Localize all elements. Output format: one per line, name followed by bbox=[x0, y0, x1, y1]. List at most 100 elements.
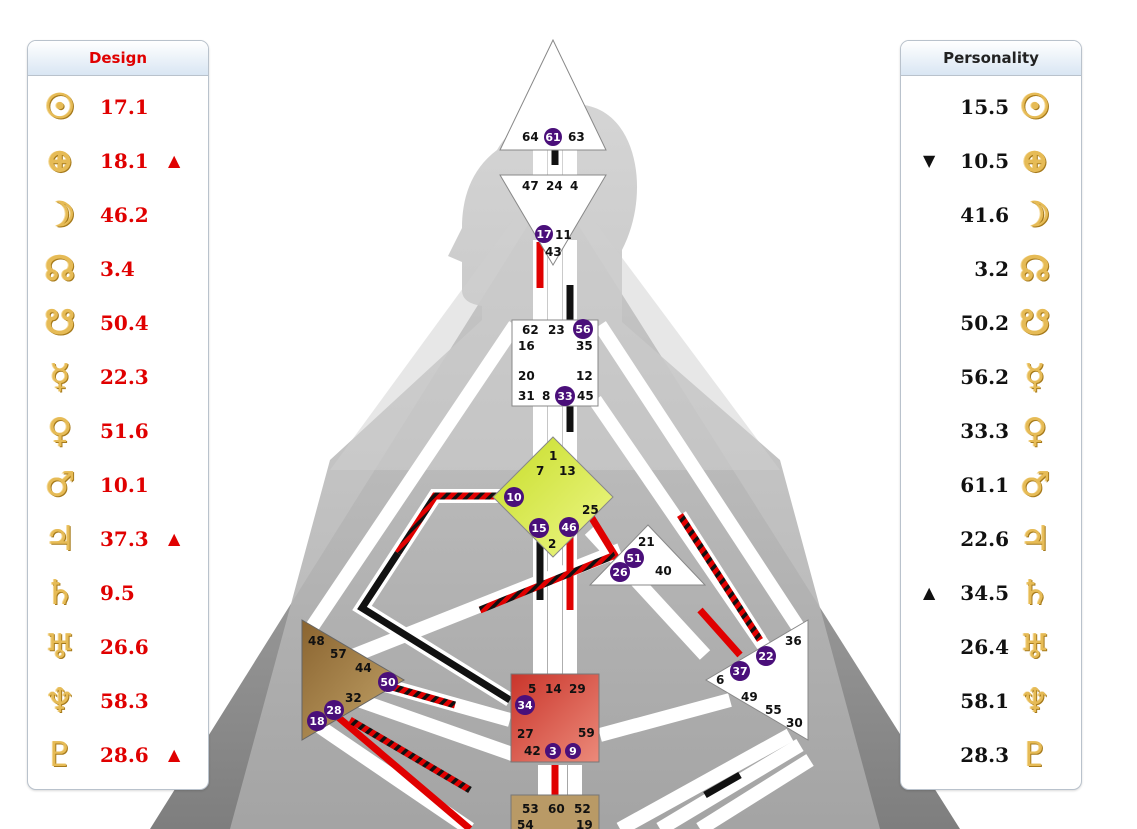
svg-text:61: 61 bbox=[545, 131, 560, 144]
earth-icon: ⊕ bbox=[45, 141, 75, 181]
svg-text:50: 50 bbox=[380, 676, 396, 689]
svg-text:54: 54 bbox=[517, 818, 534, 829]
design-row-mercury[interactable]: ☿ 22.3 bbox=[28, 357, 208, 397]
svg-text:30: 30 bbox=[786, 716, 803, 730]
design-row-south-node[interactable]: ☋ 50.4 bbox=[28, 303, 208, 343]
personality-value: 3.2 bbox=[974, 257, 1009, 281]
design-value: 50.4 bbox=[100, 311, 149, 335]
svg-text:59: 59 bbox=[578, 726, 595, 740]
svg-text:21: 21 bbox=[638, 535, 655, 549]
svg-text:6: 6 bbox=[716, 673, 724, 687]
sun-icon: ☉ bbox=[44, 87, 76, 127]
design-row-jupiter[interactable]: ♃ 37.3 ▲ bbox=[28, 519, 208, 559]
design-row-uranus[interactable]: ♅ 26.6 bbox=[28, 627, 208, 667]
personality-row-mercury[interactable]: 56.2 ☿ bbox=[901, 357, 1081, 397]
svg-text:56: 56 bbox=[575, 323, 591, 336]
svg-text:19: 19 bbox=[576, 818, 593, 829]
design-value: 9.5 bbox=[100, 581, 135, 605]
svg-text:25: 25 bbox=[582, 503, 599, 517]
svg-text:60: 60 bbox=[548, 802, 565, 816]
north-node-icon: ☊ bbox=[44, 249, 76, 289]
personality-row-venus[interactable]: 33.3 ♀ bbox=[901, 411, 1081, 451]
svg-text:24: 24 bbox=[546, 179, 563, 193]
svg-text:7: 7 bbox=[536, 464, 544, 478]
mars-icon: ♂ bbox=[1019, 465, 1051, 505]
design-value: 58.3 bbox=[100, 689, 149, 713]
svg-text:9: 9 bbox=[569, 745, 577, 758]
personality-value: 28.3 bbox=[960, 743, 1009, 767]
design-row-moon[interactable]: ☽ 46.2 bbox=[28, 195, 208, 235]
design-row-north-node[interactable]: ☊ 3.4 bbox=[28, 249, 208, 289]
personality-row-sun[interactable]: 15.5 ☉ bbox=[901, 87, 1081, 127]
svg-text:17: 17 bbox=[536, 228, 551, 241]
design-row-sun[interactable]: ☉ 17.1 bbox=[28, 87, 208, 127]
svg-text:45: 45 bbox=[577, 389, 594, 403]
sun-icon: ☉ bbox=[1019, 87, 1051, 127]
mercury-icon: ☿ bbox=[1024, 357, 1046, 397]
design-row-venus[interactable]: ♀ 51.6 bbox=[28, 411, 208, 451]
design-value: 18.1 bbox=[100, 149, 149, 173]
design-row-saturn[interactable]: ♄ 9.5 bbox=[28, 573, 208, 613]
design-panel: Design ☉ 17.1 ⊕ 18.1 ▲ ☽ 46.2 ☊ 3.4 ☋ 50… bbox=[27, 40, 209, 790]
pluto-icon: ♇ bbox=[1019, 735, 1051, 775]
svg-text:36: 36 bbox=[785, 634, 802, 648]
svg-text:26: 26 bbox=[612, 566, 628, 579]
venus-icon: ♀ bbox=[1022, 411, 1048, 451]
root-center: 53 60 52 54 19 bbox=[510, 794, 600, 829]
personality-value: 61.1 bbox=[960, 473, 1009, 497]
personality-row-neptune[interactable]: 58.1 ♆ bbox=[901, 681, 1081, 721]
svg-text:52: 52 bbox=[574, 802, 591, 816]
design-value: 26.6 bbox=[100, 635, 149, 659]
svg-text:44: 44 bbox=[355, 661, 372, 675]
personality-row-uranus[interactable]: 26.4 ♅ bbox=[901, 627, 1081, 667]
svg-text:4: 4 bbox=[570, 179, 578, 193]
personality-row-saturn[interactable]: ▲ 34.5 ♄ bbox=[901, 573, 1081, 613]
design-row-mars[interactable]: ♂ 10.1 bbox=[28, 465, 208, 505]
svg-text:53: 53 bbox=[522, 802, 539, 816]
personality-value: 41.6 bbox=[960, 203, 1009, 227]
saturn-icon: ♄ bbox=[1019, 573, 1051, 613]
g-center: 1 7 13 10 25 15 46 2 bbox=[492, 436, 614, 558]
pluto-icon: ♇ bbox=[44, 735, 76, 775]
personality-value: 33.3 bbox=[960, 419, 1009, 443]
svg-text:16: 16 bbox=[518, 339, 535, 353]
personality-row-mars[interactable]: 61.1 ♂ bbox=[901, 465, 1081, 505]
svg-text:14: 14 bbox=[545, 682, 562, 696]
svg-text:40: 40 bbox=[655, 564, 672, 578]
svg-text:8: 8 bbox=[542, 389, 550, 403]
svg-text:42: 42 bbox=[524, 744, 541, 758]
personality-panel: Personality 15.5 ☉ ▼ 10.5 ⊕ 41.6 ☽ 3.2 ☊… bbox=[900, 40, 1082, 790]
venus-icon: ♀ bbox=[47, 411, 73, 451]
mercury-icon: ☿ bbox=[49, 357, 71, 397]
design-panel-title: Design bbox=[28, 41, 208, 76]
svg-text:46: 46 bbox=[561, 521, 577, 534]
design-value: 22.3 bbox=[100, 365, 149, 389]
personality-row-earth[interactable]: ▼ 10.5 ⊕ bbox=[901, 141, 1081, 181]
svg-text:62: 62 bbox=[522, 323, 539, 337]
personality-row-north-node[interactable]: 3.2 ☊ bbox=[901, 249, 1081, 289]
throat-center: 62 23 56 16 35 20 12 31 8 33 45 bbox=[511, 319, 599, 407]
personality-value: 26.4 bbox=[960, 635, 1009, 659]
solar-plexus-center: 36 22 37 6 49 55 30 bbox=[705, 619, 809, 741]
personality-value: 34.5 bbox=[960, 581, 1009, 605]
personality-row-moon[interactable]: 41.6 ☽ bbox=[901, 195, 1081, 235]
design-row-earth[interactable]: ⊕ 18.1 ▲ bbox=[28, 141, 208, 181]
svg-text:33: 33 bbox=[557, 390, 572, 403]
up-arrow-icon: ▲ bbox=[168, 745, 181, 764]
personality-value: 15.5 bbox=[960, 95, 1009, 119]
ego-center: 21 51 26 40 bbox=[588, 524, 707, 586]
saturn-icon: ♄ bbox=[44, 573, 76, 613]
up-arrow-icon: ▲ bbox=[923, 583, 936, 602]
personality-row-jupiter[interactable]: 22.6 ♃ bbox=[901, 519, 1081, 559]
up-arrow-icon: ▲ bbox=[168, 529, 181, 548]
svg-text:32: 32 bbox=[345, 691, 362, 705]
design-row-neptune[interactable]: ♆ 58.3 bbox=[28, 681, 208, 721]
design-value: 17.1 bbox=[100, 95, 149, 119]
personality-value: 10.5 bbox=[960, 149, 1009, 173]
svg-text:5: 5 bbox=[528, 682, 536, 696]
personality-row-pluto[interactable]: 28.3 ♇ bbox=[901, 735, 1081, 775]
personality-row-south-node[interactable]: 50.2 ☋ bbox=[901, 303, 1081, 343]
design-row-pluto[interactable]: ♇ 28.6 ▲ bbox=[28, 735, 208, 775]
mars-icon: ♂ bbox=[44, 465, 76, 505]
